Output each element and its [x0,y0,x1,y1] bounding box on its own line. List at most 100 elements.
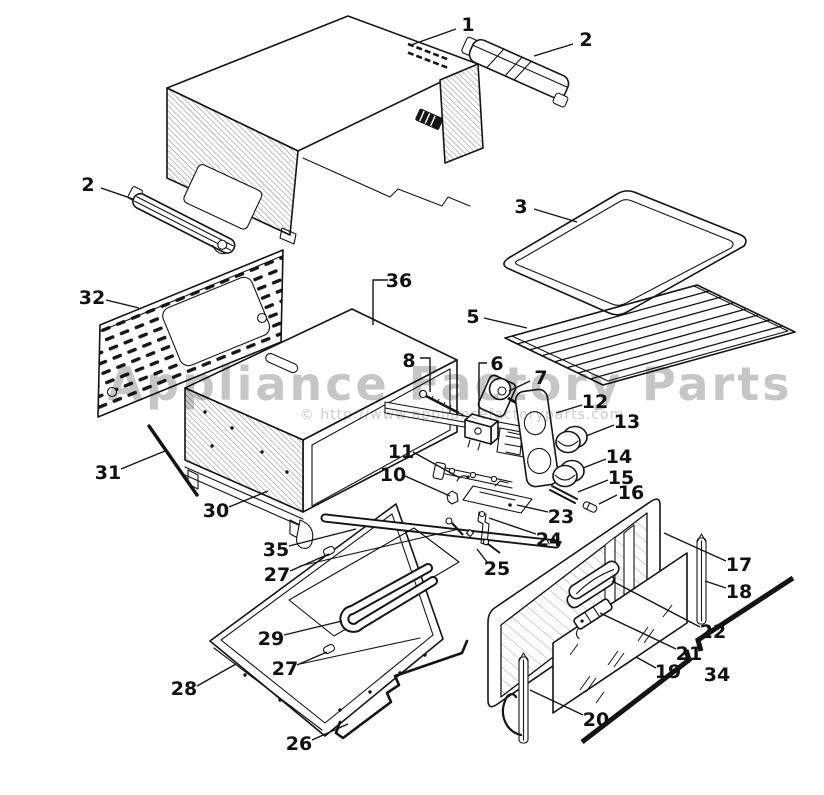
part-3-bake-pan-drawing [503,190,747,316]
leader-line-part-20 [529,689,584,716]
leader-line-part-7 [508,380,531,392]
cover-front-recess [183,164,263,230]
part-number-7: 7 [534,367,547,389]
part-number-36: 36 [386,270,412,292]
part-13-knob-drawing [555,425,588,454]
part-27-connector-upper [322,545,336,557]
part-number-32: 32 [79,287,105,309]
cover-top-vents [407,42,448,69]
leader-line-part-13 [585,424,615,437]
leader-line-part-3 [533,208,578,223]
leader-line-part-1 [410,28,457,46]
part-number-12: 12 [582,391,608,413]
leader-line-part-19 [635,656,657,669]
part-20-rod-drawing [501,652,529,744]
leader-line-part-18 [704,580,727,589]
part-number-13: 13 [614,411,640,433]
part-number-26: 26 [286,733,312,755]
leader-line-part-6 [478,362,487,417]
part-31-rod-drawing [147,424,199,497]
leader-line-part-8 [420,357,431,392]
part-34-door-seal-drawing [580,575,795,744]
leader-line-part-15 [577,479,609,493]
part-18-rod-drawing [696,533,707,625]
part-number-20: 20 [583,709,609,731]
part-number-5: 5 [466,306,479,328]
part-2-handle-trim-top [461,36,570,108]
part-number-34: 34 [704,664,730,686]
part-number-35: 35 [263,539,289,561]
leader-line-part-27 [296,651,328,666]
cover-side-grille [415,108,444,130]
part-number-15: 15 [608,467,634,489]
leader-line-part-16 [598,494,618,505]
part-number-23: 23 [548,506,574,528]
leader-line-part-23 [516,504,549,513]
part-number-6: 6 [490,353,503,375]
reflector-wire-loop [288,527,460,665]
part-21-latch-drawing [573,598,613,640]
leader-line-part-2 [100,187,134,200]
toast-carriage-rails [432,461,513,489]
part-14-knob-drawing [552,459,585,488]
leader-line-part-32 [105,299,140,309]
part-number-2: 2 [579,29,592,51]
part-36-oven-cavity-drawing [184,308,458,513]
part-number-30: 30 [203,500,229,522]
part-24-lever-drawing [477,510,490,546]
part-23-bracket-drawing [462,480,533,514]
part-32-rear-panel-drawing [97,249,284,418]
part-5-wire-rack-drawing [504,284,796,386]
leader-line-part-5 [483,317,528,329]
part-12-control-plate-drawing [505,388,560,488]
part-number-14: 14 [606,446,632,468]
cavity-screw-dots [203,410,289,474]
part-number-24: 24 [536,529,562,551]
part-7-thermostat-drawing [477,374,534,418]
leader-line-part-27 [289,553,330,572]
part-number-2: 2 [81,174,94,196]
leader-line-part-36 [372,279,388,325]
leader-line-part-10 [404,475,451,497]
part-22-door-handle-drawing [566,560,620,609]
part-number-27: 27 [264,564,290,586]
part-number-22: 22 [700,621,726,643]
leader-line-part-30 [228,490,269,508]
part-number-25: 25 [484,558,510,580]
part-number-10: 10 [380,464,406,486]
leader-line-part-25 [476,548,488,563]
part-16-clip-drawing [582,501,598,513]
part-27-connector-lower [322,643,336,655]
part-number-18: 18 [726,581,752,603]
part-30-bottom-frame-drawing [184,459,314,549]
part-35-upper-element-drawing [320,513,561,549]
watermark-url-text: © http://www.appliancefactoryparts.com [300,407,624,423]
leader-line-part-11 [412,451,461,479]
rear-panel-blank-area [162,276,271,367]
leader-line-part-17 [663,532,727,562]
part-11-pin-drawing [456,475,470,482]
part-number-16: 16 [618,482,644,504]
part-8-screw-drawing [418,389,466,417]
watermark-text: Appliance Factory Parts [107,357,792,411]
leader-line-part-35 [288,528,357,547]
watermark: Appliance Factory Parts © http://www.app… [107,357,792,423]
part-29-lower-element-drawing [339,563,438,633]
part-number-19: 19 [655,661,681,683]
part-25-screws-drawing [445,517,501,554]
part-6-switch-drawing [464,413,499,451]
part-number-11: 11 [388,441,414,463]
leader-line-part-31 [120,450,166,470]
part-15-rod-drawing [549,485,578,504]
leader-line-part-26 [311,723,349,741]
leader-line-part-28 [196,663,237,687]
part-number-31: 31 [95,462,121,484]
part-number-3: 3 [514,196,527,218]
part-10-clip-drawing [446,490,459,505]
leader-line-part-29 [283,620,343,636]
part-number-21: 21 [676,643,702,665]
leader-line-part-22 [611,580,701,628]
leader-line-part-24 [488,517,537,535]
part-number-8: 8 [402,350,415,372]
